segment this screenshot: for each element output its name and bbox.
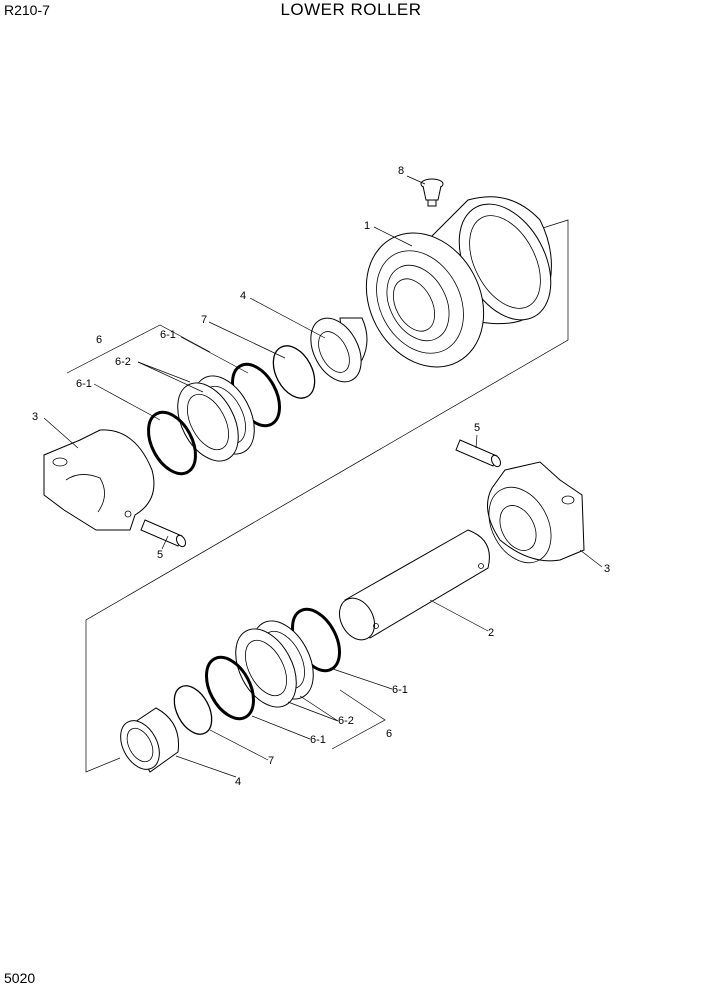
callout-5-right: 5: [474, 422, 480, 434]
callout-7-upper: 7: [201, 314, 207, 326]
part-6-1-oring-upper-left: [147, 410, 197, 476]
callout-7-lower: 7: [268, 755, 274, 767]
callout-6-1-bottom: 6-1: [310, 734, 326, 746]
callout-6-1-left: 6-1: [76, 378, 92, 390]
part-3-collar-right: [487, 461, 585, 564]
callout-6-upper: 6: [96, 334, 102, 346]
callout-5-left: 5: [157, 549, 163, 561]
callout-labels: 8 1 4 7 6-1 6 6-2 6-1 3 5 5 3 2 6-1 6-2 …: [32, 165, 610, 788]
part-1-roller: [365, 196, 552, 368]
assembly-boundary: [85, 219, 569, 773]
page-title: LOWER ROLLER: [280, 0, 422, 19]
callout-6-lower: 6: [386, 728, 392, 740]
part-8-plug: [420, 178, 444, 207]
part-2-shaft: [338, 529, 490, 641]
leader-lines: [43, 175, 603, 778]
part-7-oring-lower: [173, 685, 213, 735]
part-4-bushing-lower: [120, 707, 180, 773]
callout-4-upper: 4: [240, 290, 246, 302]
page-number: 5020: [4, 970, 36, 986]
part-5-pin-right: [455, 439, 502, 468]
callout-2: 2: [488, 627, 494, 639]
callout-3-left: 3: [32, 411, 38, 423]
callout-3-right: 3: [604, 563, 610, 575]
part-6-1-oring-lower-left: [205, 655, 255, 721]
callout-4-lower: 4: [235, 776, 241, 788]
part-7-oring-upper: [272, 345, 316, 399]
part-4-bushing-upper: [310, 317, 368, 383]
callout-1: 1: [364, 220, 370, 232]
model-code: R210-7: [4, 2, 50, 18]
callout-8: 8: [398, 165, 404, 177]
callout-6-2-upper: 6-2: [115, 356, 131, 368]
part-5-pin-left: [140, 519, 187, 548]
callout-6-1-top: 6-1: [160, 329, 176, 341]
callout-6-1-right: 6-1: [392, 684, 408, 696]
callout-6-2-lower: 6-2: [338, 715, 354, 727]
part-6-2-seal-rings-lower: [235, 620, 314, 708]
part-3-collar-left: [43, 429, 155, 531]
